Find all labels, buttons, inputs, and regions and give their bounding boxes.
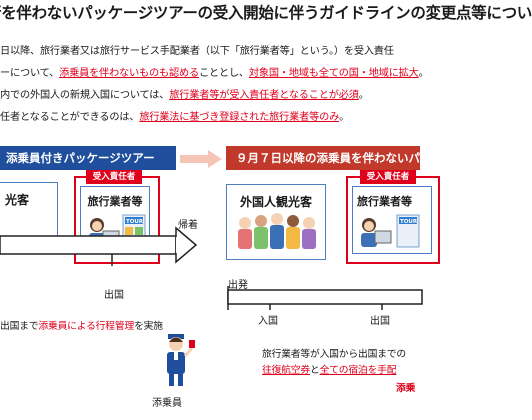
right-cut-red-text: 添乗 [396,383,416,394]
section-arrow-icon [180,150,222,168]
right-agent-at-computer-icon: TOUR [361,214,420,248]
intro-line-4: 任者となることができるのは、旅行業法に基づき登録された旅行業者等のみ。 [0,112,350,123]
right-tourist-card: 外国人観光客 [226,184,326,260]
conductor-label: 添乗員 [152,398,182,409]
intro-line-2: ーについて、添乗員を伴わないものも認めることとし、対象国・地域も全ての国・地域に… [0,68,429,79]
right-bottom-line-1: 旅行業者等が入国から出国までの [262,349,406,360]
right-timeline-bar [227,286,423,310]
left-bottom-text: 出国まで添乗員による行程管理を実施 [0,321,163,332]
right-agency-card: 旅行業者等 TOUR [352,186,432,254]
right-tour-sign-text: TOUR [400,219,418,225]
left-arrival-label: 帰着 [178,220,198,231]
tour-sign-text: TOUR [126,219,144,225]
left-timeline-arrow [0,226,198,266]
left-section-header: 添乗員付きパッケージツアー [0,146,176,170]
tour-conductor-icon [167,334,195,386]
left-responsible-badge: 受入責任者 [86,170,142,184]
left-departure-label: 出国 [104,290,124,301]
right-section-header: ９月７日以降の添乗員を伴わないパッ [226,146,432,170]
right-responsible-badge: 受入責任者 [360,170,416,184]
right-departure-top-label: 出発 [228,280,248,291]
right-bottom-line-2: 往復航空券と全ての宿泊を手配 [262,365,397,376]
tourist-group-icon [238,213,316,249]
page-title: 行を伴わないパッケージツアーの受入開始に伴うガイドラインの変更点等につい [0,4,532,22]
right-exit-label: 出国 [370,316,390,327]
intro-line-1: 日以降、旅行業者又は旅行サービス手配業者（以下「旅行業者等」という。）を受入責任 [0,46,394,57]
intro-line-3: 内での外国人の新規入国については、旅行業者等が受入責任者となることが必須。 [0,90,369,101]
right-entry-label: 入国 [258,316,278,327]
